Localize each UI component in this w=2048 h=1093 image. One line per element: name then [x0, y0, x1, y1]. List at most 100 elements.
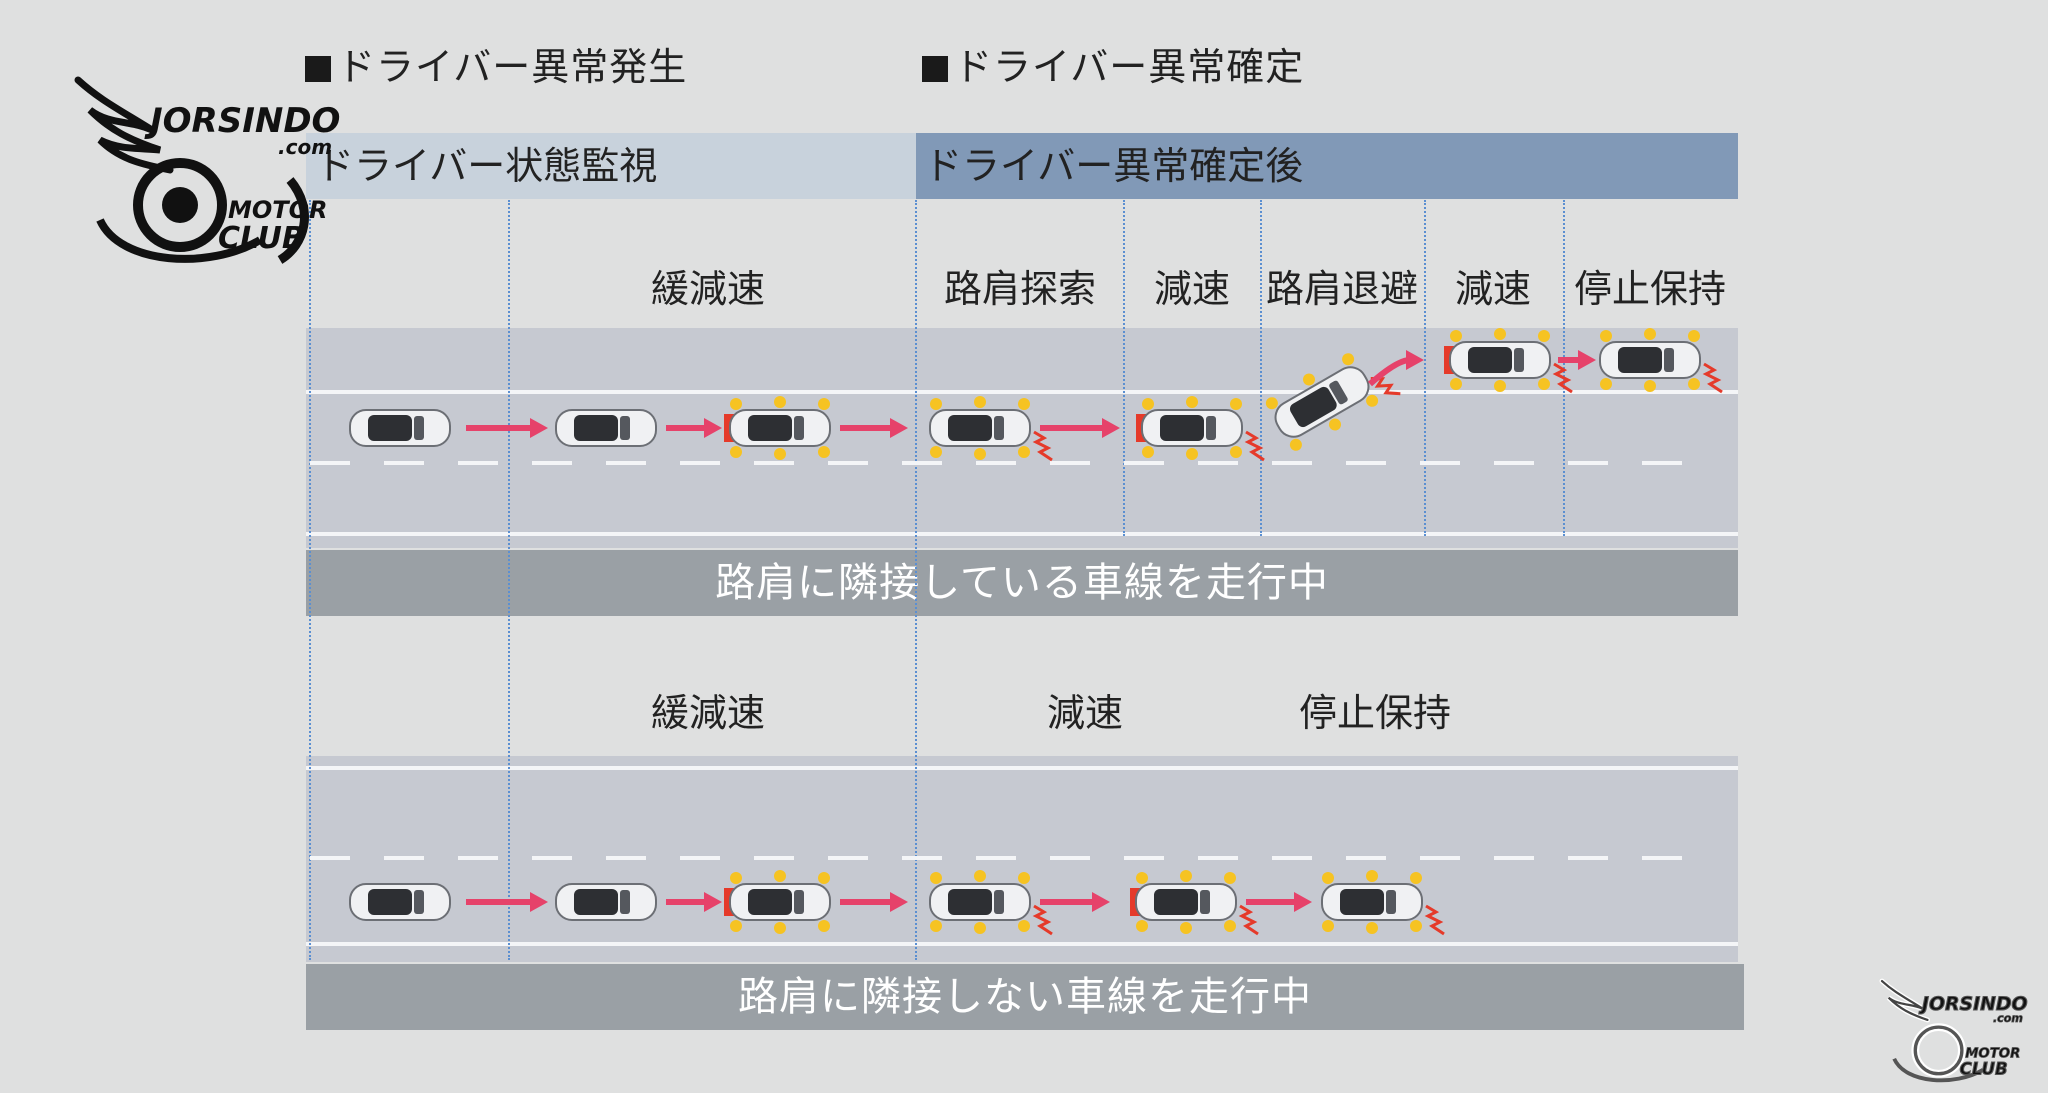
hazard-light-icon — [1538, 378, 1550, 390]
divider-top-decel-1 — [1123, 200, 1125, 536]
car-cabin — [368, 415, 412, 441]
top-stage-decel-2: 減速 — [1454, 267, 1531, 311]
phase-title-occurrence-text: ドライバー異常発生 — [337, 45, 688, 89]
hazard-light-icon — [1018, 398, 1030, 410]
hazard-light-icon — [1538, 330, 1550, 342]
car-cabin — [1468, 347, 1512, 373]
hazard-light-icon — [1180, 870, 1192, 882]
warning-spark-icon — [1032, 904, 1053, 936]
divider-top-decel-2 — [1424, 200, 1426, 536]
watermark-logo-bottom: JORSINDO .com MOTOR CLUB — [1879, 978, 2028, 1083]
car-windshield — [794, 416, 804, 440]
hazard-light-icon — [1366, 870, 1378, 882]
hazard-light-icon — [730, 398, 742, 410]
car-top-6 — [1265, 353, 1401, 451]
hazard-light-icon — [974, 922, 986, 934]
phase-title-confirmed-text: ドライバー異常確定 — [954, 45, 1305, 89]
watermark-line1: MOTOR — [1965, 1047, 2020, 1062]
hazard-light-icon — [774, 448, 786, 460]
arrow-top-4 — [1040, 418, 1120, 438]
car-top-4 — [929, 396, 1053, 462]
car-cabin — [1618, 347, 1662, 373]
hazard-light-icon — [974, 396, 986, 408]
arrow-head — [1102, 418, 1120, 438]
car-bottom-2 — [555, 883, 657, 921]
warning-spark-icon — [1552, 362, 1573, 394]
hazard-light-icon — [1018, 920, 1030, 932]
hazard-light-icon — [1303, 373, 1315, 386]
warning-spark-icon — [1032, 430, 1053, 462]
car-top-5 — [1136, 396, 1265, 462]
car-windshield — [1206, 416, 1216, 440]
road-edge-line — [306, 942, 1738, 946]
car-bottom-1 — [349, 883, 451, 921]
car-bottom-5 — [1130, 870, 1259, 936]
car-cabin — [1289, 386, 1337, 428]
car-cabin — [1340, 889, 1384, 915]
arrow-top-2 — [666, 418, 722, 438]
divider-confirmed — [915, 200, 917, 960]
warning-spark-icon — [1702, 362, 1723, 394]
car-top-3 — [724, 396, 831, 460]
car-cabin — [948, 415, 992, 441]
arrow-top-6 — [1558, 350, 1596, 370]
arrow-head — [704, 892, 722, 912]
car-windshield — [1386, 890, 1396, 914]
divider-start — [309, 200, 311, 960]
hazard-light-icon — [1322, 920, 1334, 932]
hazard-light-icon — [974, 870, 986, 882]
car-windshield — [794, 890, 804, 914]
car-top-2 — [555, 409, 657, 447]
watermark-brand: JORSINDO — [144, 101, 340, 141]
hazard-light-icon — [1410, 920, 1422, 932]
top-footer-bar: 路肩に隣接している車線を走行中 — [306, 550, 1738, 616]
car-cabin — [368, 889, 412, 915]
hazard-light-icon — [1494, 380, 1506, 392]
hazard-light-icon — [930, 398, 942, 410]
top-stage-shoulder-evacuation: 路肩退避 — [1265, 267, 1418, 311]
warning-spark-icon — [1238, 904, 1259, 936]
hazard-light-icon — [1644, 328, 1656, 340]
hazard-light-icon — [1410, 872, 1422, 884]
hazard-light-icon — [930, 872, 942, 884]
arrow-bottom-4 — [1040, 892, 1110, 912]
bottom-stage-gentle-decel: 緩減速 — [650, 691, 765, 735]
hazard-light-icon — [1366, 922, 1378, 934]
hazard-light-icon — [930, 920, 942, 932]
car-cabin — [574, 889, 618, 915]
hazard-light-icon — [730, 446, 742, 458]
arrow-head — [1294, 892, 1312, 912]
hazard-light-icon — [930, 446, 942, 458]
bottom-footer-bar: 路肩に隣接しない車線を走行中 — [306, 964, 1744, 1030]
car-windshield — [414, 890, 424, 914]
hazard-light-icon — [1494, 328, 1506, 340]
hazard-light-icon — [1186, 396, 1198, 408]
car-bottom-3 — [724, 870, 831, 934]
arrow-head — [530, 892, 548, 912]
phase-title-occurrence: ドライバー異常発生 — [305, 36, 687, 91]
arrow-head — [1092, 892, 1110, 912]
hazard-light-icon — [1224, 872, 1236, 884]
arrow-head — [1578, 350, 1596, 370]
hazard-light-icon — [1018, 872, 1030, 884]
watermark-line2: CLUB — [1960, 1059, 2008, 1078]
hazard-light-icon — [1224, 920, 1236, 932]
hazard-light-icon — [730, 920, 742, 932]
watermark-domain: .com — [1993, 1012, 2023, 1025]
car-windshield — [1200, 890, 1210, 914]
hazard-light-icon — [774, 870, 786, 882]
top-stage-stop-hold: 停止保持 — [1573, 267, 1726, 311]
hazard-light-icon — [1600, 378, 1612, 390]
hazard-light-icon — [1289, 438, 1302, 451]
car-windshield — [994, 890, 1004, 914]
car-bottom-6 — [1321, 870, 1445, 936]
arrow-head — [530, 418, 548, 438]
car-cabin — [748, 415, 792, 441]
car-top-1 — [349, 409, 451, 447]
hazard-light-icon — [1322, 872, 1334, 884]
hazard-light-icon — [818, 446, 830, 458]
bottom-stage-decel: 減速 — [1046, 691, 1123, 735]
phase-title-confirmed: ドライバー異常確定 — [922, 36, 1304, 91]
watermark-logo-top: JORSINDO .com MOTOR CLUB — [74, 76, 340, 264]
